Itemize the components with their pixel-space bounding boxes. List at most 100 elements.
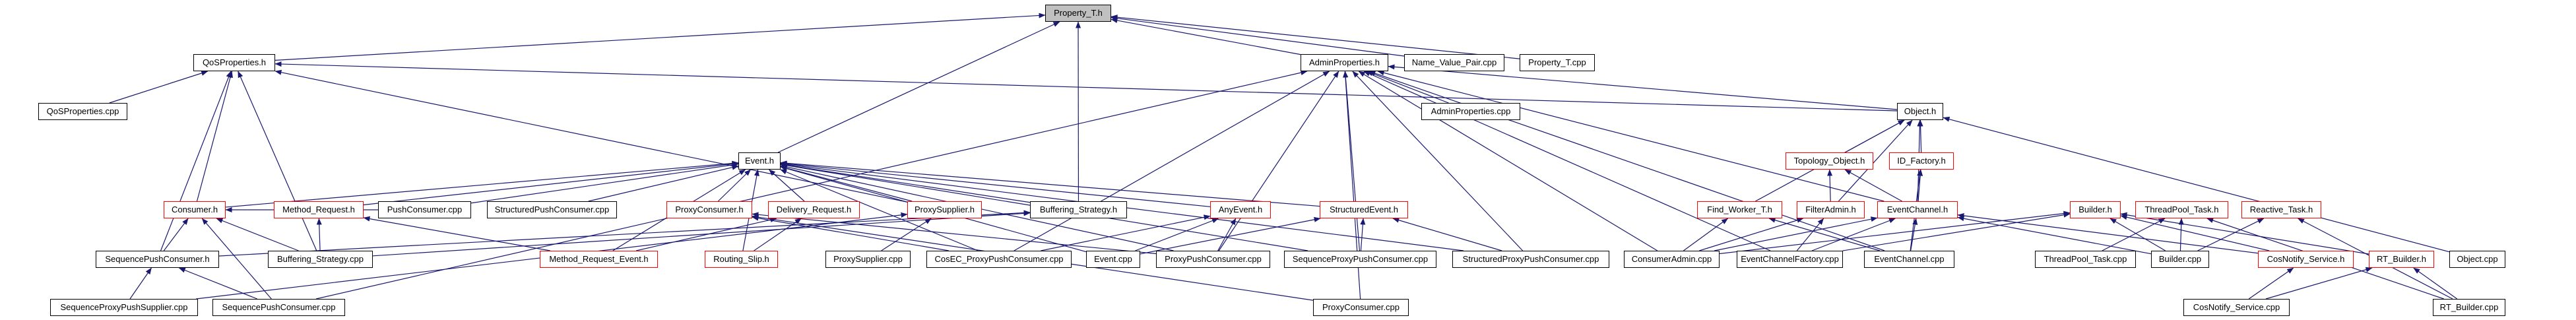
edge-StructuredEvent.h-to-Event.h [780, 160, 1320, 207]
edge-PushConsumer.cpp-to-Event.h [470, 162, 739, 204]
edge-Method_Request_Event.h-to-Delivery_Request.h [635, 217, 777, 251]
edge-ProxySupplier.h-to-Event.h [780, 165, 913, 202]
graph-node-adminproperties-h[interactable]: AdminProperties.h [1301, 54, 1388, 71]
graph-node-topology-object-h[interactable]: Topology_Object.h [1786, 152, 1873, 170]
graph-node-builder-h[interactable]: Builder.h [2070, 201, 2121, 218]
graph-node-property-t-h: Property_T.h [1045, 5, 1111, 22]
graph-node-qosproperties-h[interactable]: QoSProperties.h [193, 54, 275, 71]
edge-EventChannelFactory.cpp-to-Builder.h [1842, 212, 2071, 251]
graph-node-property-t-cpp[interactable]: Property_T.cpp [1520, 54, 1595, 71]
edge-ProxySupplier.h-to-QoSProperties.h [274, 69, 908, 203]
graph-node-sequencepushconsumer-h[interactable]: SequencePushConsumer.h [96, 251, 219, 268]
graph-node-event-cpp[interactable]: Event.cpp [1086, 251, 1140, 268]
graph-node-method-request-h[interactable]: Method_Request.h [274, 201, 364, 218]
graph-node-proxysupplier-cpp[interactable]: ProxySupplier.cpp [825, 251, 911, 268]
edge-AdminProperties.cpp-to-AdminProperties.h [1366, 71, 1449, 104]
graph-node-eventchannelfactory-cpp[interactable]: EventChannelFactory.cpp [1737, 251, 1843, 268]
graph-node-reactive-task-h[interactable]: Reactive_Task.h [2241, 201, 2321, 218]
graph-node-cosnotify-service-cpp[interactable]: CosNotify_Service.cpp [2183, 299, 2290, 316]
edge-ConsumerAdmin.cpp-to-EventChannel.h [1714, 216, 1878, 251]
edge-Object.h-to-AdminProperties.h [1388, 64, 1898, 110]
edge-SequencePushConsumer.cpp-to-Consumer.h [201, 218, 272, 300]
graph-node-proxyconsumer-h[interactable]: ProxyConsumer.h [666, 201, 752, 218]
graph-node-rt-builder-h[interactable]: RT_Builder.h [2369, 251, 2434, 268]
graph-node-filteradmin-h[interactable]: FilterAdmin.h [1797, 201, 1865, 218]
edge-Event.h-to-Property_T.h [777, 21, 1060, 153]
edge-StructuredProxyPushConsumer.cpp-to-StructuredEvent.h [1392, 217, 1502, 251]
graph-node-anyevent-h[interactable]: AnyEvent.h [1210, 201, 1271, 218]
graph-node-method-request-event-h[interactable]: Method_Request_Event.h [540, 251, 658, 268]
graph-node-cosnotify-service-h[interactable]: CosNotify_Service.h [2258, 251, 2354, 268]
graph-node-object-cpp[interactable]: Object.cpp [2449, 251, 2505, 268]
graph-node-routing-slip-h[interactable]: Routing_Slip.h [705, 251, 778, 268]
edge-Buffering_Strategy.cpp-to-QoSProperties.h [238, 71, 317, 251]
graph-node-structuredproxypushconsumer-cpp[interactable]: StructuredProxyPushConsumer.cpp [1452, 251, 1609, 268]
edge-EventChannelFactory.cpp-to-AdminProperties.h [1363, 71, 1771, 251]
edge-Delivery_Request.h-to-Event.h [769, 169, 805, 202]
edge-Name_Value_Pair.cpp-to-Property_T.h [1111, 15, 1405, 57]
edge-QoSProperties.h-to-Property_T.h [274, 13, 1046, 61]
edge-RT_Builder.h-to-Builder.h [2120, 212, 2369, 255]
edge-Builder.cpp-to-Reactive_Task.h [2197, 218, 2265, 251]
edge-Object.cpp-to-Object.h [1943, 116, 2450, 253]
edge-Buffering_Strategy.cpp-to-Buffering_Strategy.h [372, 210, 1031, 257]
graph-node-sequencepushconsumer-cpp[interactable]: SequencePushConsumer.cpp [212, 299, 345, 316]
edge-CosNotify_Service.h-to-Builder.h [2120, 214, 2270, 251]
edge-SequencePushConsumer.h-to-QoSProperties.h [160, 71, 232, 251]
edge-Buffering_Strategy.cpp-to-Method_Request.h [316, 218, 322, 251]
edge-SequencePushConsumer.h-to-Buffering_Strategy.h [218, 210, 1031, 257]
graph-node-delivery-request-h[interactable]: Delivery_Request.h [768, 201, 860, 218]
graph-node-proxyconsumer-cpp[interactable]: ProxyConsumer.cpp [1313, 299, 1409, 316]
edge-CosNotify_Service.cpp-to-CosNotify_Service.h [2248, 267, 2294, 300]
edge-FilterAdmin.h-to-Object.h [1838, 119, 1913, 202]
graph-node-object-h[interactable]: Object.h [1897, 103, 1943, 120]
graph-node-cosec-proxypushconsumer-cpp[interactable]: CosEC_ProxyPushConsumer.cpp [926, 251, 1072, 268]
edge-CosEC_ProxyPushConsumer.cpp-to-AnyEvent.h [1041, 214, 1211, 251]
graph-node-qosproperties-cpp[interactable]: QoSProperties.cpp [38, 103, 127, 120]
graph-node-buffering-strategy-h[interactable]: Buffering_Strategy.h [1030, 201, 1127, 218]
graph-node-buffering-strategy-cpp[interactable]: Buffering_Strategy.cpp [268, 251, 373, 268]
graph-node-pushconsumer-cpp[interactable]: PushConsumer.cpp [378, 201, 471, 218]
graph-node-consumer-h[interactable]: Consumer.h [164, 201, 226, 218]
graph-node-structuredpushconsumer-cpp[interactable]: StructuredPushConsumer.cpp [487, 201, 617, 218]
edge-Property_T.cpp-to-Property_T.h [1111, 15, 1520, 59]
graph-node-id-factory-h[interactable]: ID_Factory.h [1889, 152, 1954, 170]
edge-StructuredProxyPushConsumer.cpp-to-AdminProperties.h [1352, 71, 1524, 251]
graph-node-threadpool-task-cpp[interactable]: ThreadPool_Task.cpp [2035, 251, 2136, 268]
edge-Consumer.h-to-QoSProperties.h [196, 71, 233, 202]
graph-node-structuredevent-h[interactable]: StructuredEvent.h [1320, 201, 1408, 218]
graph-node-eventchannel-h[interactable]: EventChannel.h [1877, 201, 1958, 218]
edge-Method_Request_Event.h-to-Method_Request.h [363, 216, 551, 251]
edge-ConsumerAdmin.cpp-to-AdminProperties.h [1358, 71, 1658, 251]
edge-Builder.cpp-to-Builder.h [2109, 218, 2166, 251]
graph-node-sequenceproxypushsupplier-cpp[interactable]: SequenceProxyPushSupplier.cpp [50, 299, 198, 316]
edge-EventChannelFactory.cpp-to-EventChannel.h [1811, 218, 1896, 251]
edge-AnyEvent.h-to-Event.h [780, 161, 1211, 207]
edge-SequencePushConsumer.cpp-to-SequencePushConsumer.h [178, 267, 257, 300]
graph-node-rt-builder-cpp[interactable]: RT_Builder.cpp [2433, 299, 2505, 316]
graph-node-proxysupplier-h[interactable]: ProxySupplier.h [907, 201, 982, 218]
graph-node-consumeradmin-cpp[interactable]: ConsumerAdmin.cpp [1624, 251, 1720, 268]
edge-Buffering_Strategy.h-to-Event.h [780, 162, 1031, 203]
graph-node-builder-cpp[interactable]: Builder.cpp [2151, 251, 2209, 268]
edge-ConsumerAdmin.cpp-to-FilterAdmin.h [1699, 218, 1804, 251]
edge-ProxyPushConsumer.cpp-to-AdminProperties.h [1218, 71, 1339, 251]
edge-EventChannelFactory.cpp-to-FilterAdmin.h [1796, 218, 1824, 251]
graph-node-eventchannel-cpp[interactable]: EventChannel.cpp [1864, 251, 1954, 268]
edge-EventChannel.h-to-AdminProperties.h [1377, 70, 1884, 202]
graph-node-sequenceproxypushconsumer-cpp[interactable]: SequenceProxyPushConsumer.cpp [1284, 251, 1436, 268]
graph-node-proxypushconsumer-cpp[interactable]: ProxyPushConsumer.cpp [1156, 251, 1270, 268]
graph-node-threadpool-task-h[interactable]: ThreadPool_Task.h [2135, 201, 2228, 218]
edge-ProxySupplier.cpp-to-ProxySupplier.h [881, 218, 932, 251]
graph-node-event-h[interactable]: Event.h [738, 152, 781, 170]
edge-RT_Builder.cpp-to-RT_Builder.h [2413, 267, 2458, 300]
graph-node-name-value-pair-cpp[interactable]: Name_Value_Pair.cpp [1404, 54, 1504, 71]
edge-Object.h-to-QoSProperties.h [274, 61, 1898, 112]
graph-node-find-worker-t-h[interactable]: Find_Worker_T.h [1697, 201, 1782, 218]
edge-ThreadPool_Task.cpp-to-ThreadPool_Task.h [2102, 218, 2166, 251]
edge-EventChannel.cpp-to-EventChannel.h [1910, 218, 1918, 251]
edge-SequenceProxyPushSupplier.cpp-to-SequencePushConsumer.h [129, 267, 152, 300]
graph-node-adminproperties-cpp[interactable]: AdminProperties.cpp [1421, 103, 1520, 120]
